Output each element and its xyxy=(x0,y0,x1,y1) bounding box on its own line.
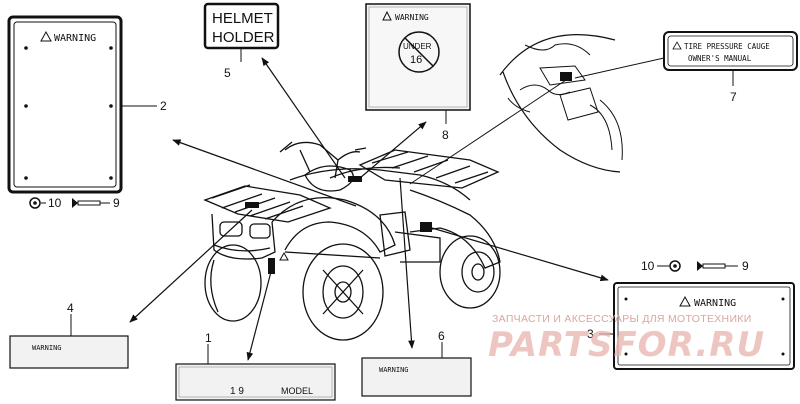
rivet-left-icon xyxy=(72,198,101,208)
warning-triangle-icon xyxy=(40,30,52,42)
helmet-holder-label-5: HELMET HOLDER xyxy=(203,2,280,50)
rivet-right-icon xyxy=(697,261,726,271)
under-number: 16 xyxy=(410,54,422,66)
callout-9-right: 9 xyxy=(742,259,749,273)
callout-9-left: 9 xyxy=(113,196,120,210)
tire-pressure-label-7: TIRE PRESSURE CAUGE OWNER'S MANUAL xyxy=(663,31,798,71)
callout-10-left: 10 xyxy=(48,196,62,210)
warning-triangle-icon xyxy=(679,295,691,307)
model-label-1: 1 9 MODEL xyxy=(175,363,336,401)
label-4-title: WARNING xyxy=(32,344,62,352)
warning-label-4: WARNING xyxy=(9,335,129,369)
label-8-title: WARNING xyxy=(395,13,429,22)
warning-triangle-icon xyxy=(382,10,392,21)
model-number: 1 9 xyxy=(230,386,244,397)
watermark-brand: PARTSFOR.RU xyxy=(488,325,765,365)
callout-8: 8 xyxy=(442,128,449,142)
atv-illustration xyxy=(203,141,501,341)
callout-7: 7 xyxy=(730,90,737,104)
label-6-title: WARNING xyxy=(379,366,409,374)
label-position-marker xyxy=(348,176,362,182)
helmet-line-2: HOLDER xyxy=(212,29,275,46)
helmet-line-1: HELMET xyxy=(212,10,273,27)
tire-line-1: TIRE PRESSURE CAUGE xyxy=(684,42,770,51)
warning-plate-3: WARNING xyxy=(613,282,795,370)
age-circle-icon xyxy=(398,31,440,73)
watermark: ЗАПЧАСТИ И АКСЕССУАРЫ ДЛЯ МОТОТЕХНИКИ PA… xyxy=(488,313,765,365)
label-position-marker xyxy=(268,258,275,274)
callout-2: 2 xyxy=(160,99,167,113)
inset-detail-circle xyxy=(499,34,623,175)
warning-label-6: WARNING xyxy=(361,357,472,397)
watermark-subtitle: ЗАПЧАСТИ И АКСЕССУАРЫ ДЛЯ МОТОТЕХНИКИ xyxy=(492,313,752,325)
model-text: MODEL xyxy=(281,386,313,396)
callout-1: 1 xyxy=(205,331,212,345)
callout-5: 5 xyxy=(224,66,231,80)
warning-under16-label-8: WARNING UNDER 16 xyxy=(365,3,471,111)
warning-triangle-icon xyxy=(672,41,682,50)
callout-10-right: 10 xyxy=(641,259,655,273)
callout-3: 3 xyxy=(587,327,594,341)
washer-right-icon xyxy=(669,260,681,272)
tire-line-2: OWNER'S MANUAL xyxy=(688,54,752,63)
leader-arrows xyxy=(129,57,609,361)
under-text: UNDER xyxy=(403,42,432,51)
warning-plate-2: WARNING xyxy=(7,15,123,194)
warning-plate-2-title: WARNING xyxy=(54,33,96,44)
callout-6: 6 xyxy=(438,329,445,343)
label-position-marker xyxy=(245,202,259,208)
washer-left-icon xyxy=(29,197,41,209)
label-position-marker xyxy=(420,222,432,232)
callout-4: 4 xyxy=(67,301,74,315)
warning-plate-3-title: WARNING xyxy=(694,298,736,309)
